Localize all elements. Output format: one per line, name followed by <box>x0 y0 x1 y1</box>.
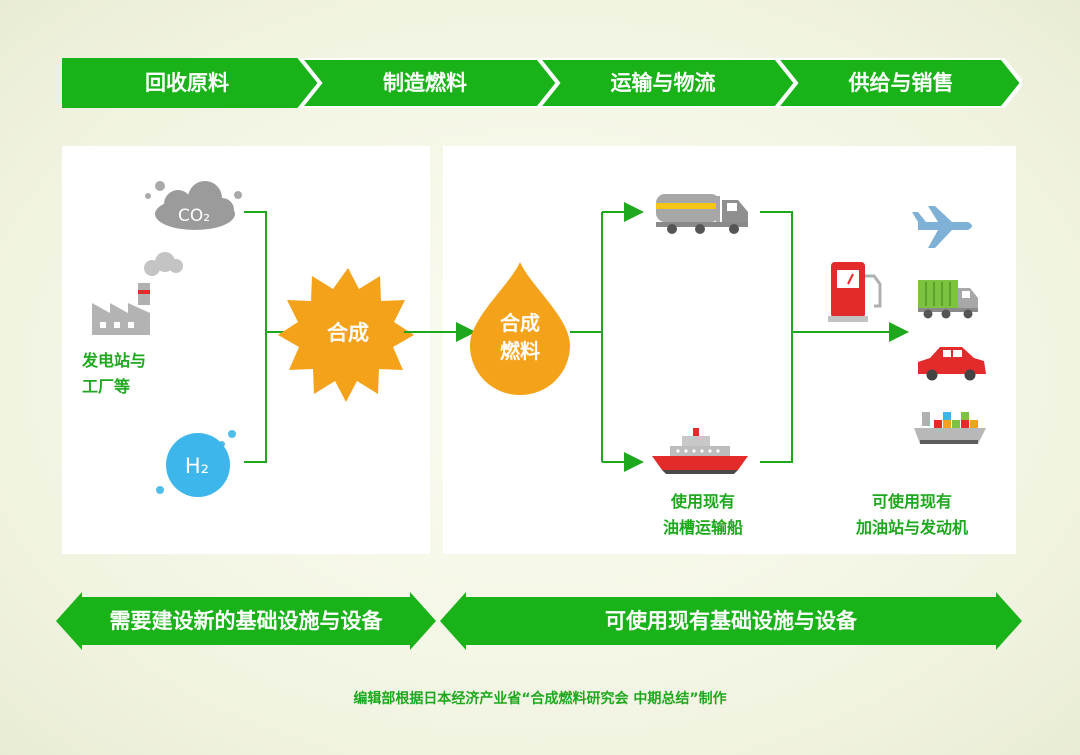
flow-diagram: CO₂ H₂ 合成 合成 燃料 <box>92 181 986 497</box>
cargo-truck-icon <box>918 280 978 319</box>
stage-banner <box>62 58 1022 108</box>
factory-icon <box>92 252 183 335</box>
tanker-caption-line1: 使用现有 <box>670 492 735 511</box>
airplane-icon <box>912 206 972 248</box>
source-credit: 编辑部根据日本经济产业省“合成燃料研究会 中期总结”制作 <box>353 691 727 707</box>
car-icon <box>918 347 986 381</box>
tanker-caption: 使用现有 油槽运输船 <box>628 489 778 541</box>
new-infrastructure-arrow <box>56 592 436 650</box>
fuel-drop-icon <box>470 262 570 395</box>
stage-chevron-2 <box>297 58 561 108</box>
power-plant-caption: 发电站与 工厂等 <box>82 348 182 400</box>
stage-chevron-3 <box>535 58 799 108</box>
power-plant-caption-line1: 发电站与 <box>82 351 147 370</box>
station-caption-line2: 加油站与发动机 <box>855 518 968 537</box>
co2-label: CO₂ <box>178 206 210 226</box>
stage-label-supply: 供给与销售 <box>848 71 954 95</box>
tanker-caption-line2: 油槽运输船 <box>662 518 743 537</box>
stage-chevron-1 <box>62 58 320 108</box>
tanker-truck-icon <box>656 194 748 234</box>
new-infrastructure-label: 需要建设新的基础设施与设备 <box>109 609 383 633</box>
h2-label: H₂ <box>185 454 209 478</box>
existing-infrastructure-label: 可使用现有基础设施与设备 <box>605 609 857 633</box>
co2-cloud-icon <box>145 181 242 230</box>
stage-label-transport: 运输与物流 <box>610 71 716 95</box>
synthesis-starburst-icon <box>278 268 414 402</box>
stage-label-produce: 制造燃料 <box>383 71 467 95</box>
synthesis-label: 合成 <box>327 321 369 345</box>
supply-merge-lines <box>760 211 909 463</box>
fuel-label-line1: 合成 <box>500 311 540 335</box>
station-caption-line1: 可使用现有 <box>871 492 952 511</box>
station-caption: 可使用现有 加油站与发动机 <box>832 489 992 541</box>
cargo-ship-icon <box>914 412 986 444</box>
fuel-label-line2: 燃料 <box>500 339 540 363</box>
transport-branch-lines <box>570 202 644 472</box>
stage-chevron-4 <box>773 58 1022 108</box>
gas-pump-icon <box>828 262 882 322</box>
existing-infrastructure-arrow <box>440 592 1022 650</box>
h2-bubble-icon <box>156 430 236 497</box>
tanker-ship-icon <box>652 428 748 474</box>
stage-label-recover: 回收原料 <box>145 71 229 95</box>
power-plant-caption-line2: 工厂等 <box>82 377 131 396</box>
